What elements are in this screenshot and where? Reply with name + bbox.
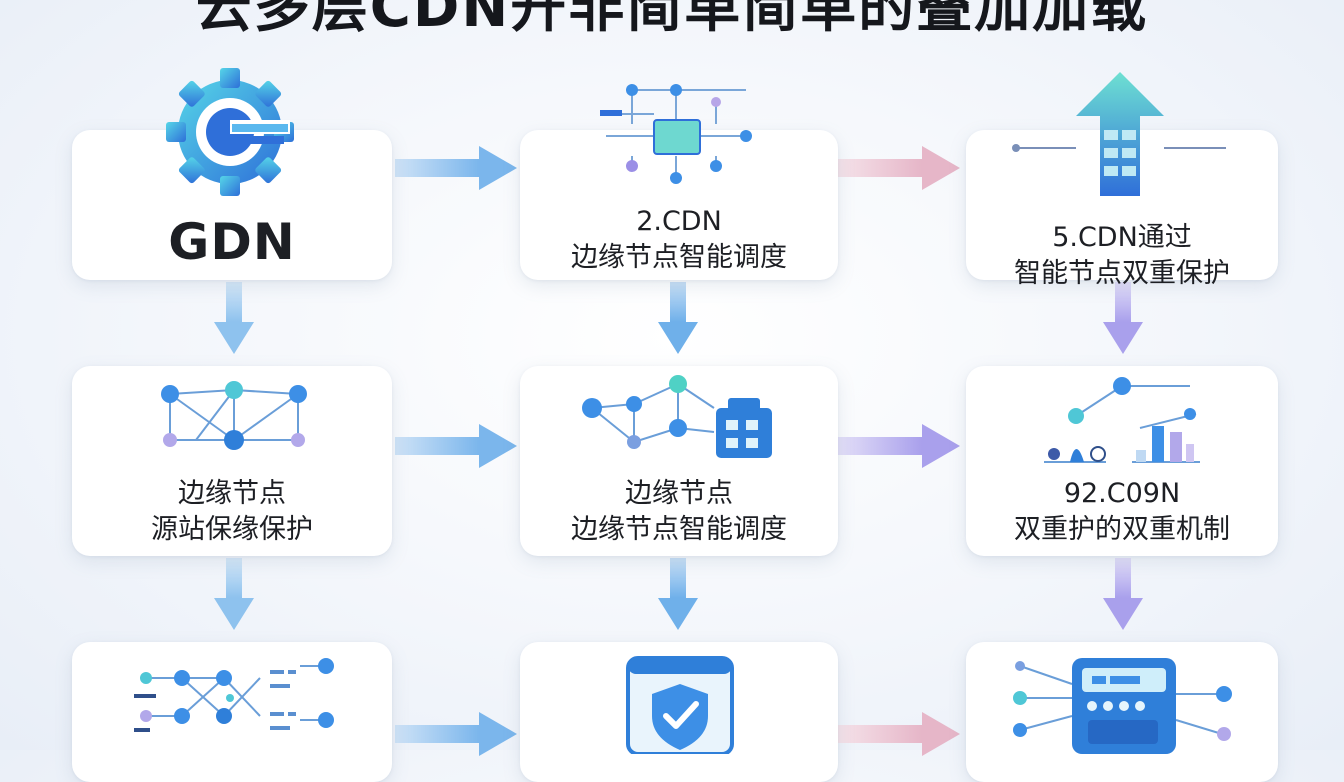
arrow-right-5 — [395, 712, 517, 756]
card-edge-origin-line2: 源站保缘保护 — [151, 514, 313, 545]
card-dual-mechanism-line2: 双重护的双重机制 — [1014, 514, 1230, 545]
card-cdn-5-line1: 5.CDN通过 — [1052, 222, 1192, 253]
control-panel-icon — [1013, 658, 1232, 754]
card-edge-scheduling-line1: 边缘节点 — [625, 478, 733, 509]
card-dual-mechanism-line1: 92.C09N — [1063, 478, 1181, 509]
card-dual-mechanism: 92.C09N 双重护的双重机制 — [966, 366, 1278, 556]
data-flow-icon — [134, 658, 334, 732]
card-gdn-label: GDN — [168, 213, 296, 271]
arrow-right-3 — [395, 424, 517, 468]
page-title: 云多层CDN开非简单简单的叠加加载 — [195, 0, 1149, 40]
network-building-icon — [582, 375, 772, 458]
shield-check-icon — [626, 656, 734, 754]
card-cdn-2-line2: 边缘节点智能调度 — [571, 242, 787, 273]
circuit-chip-icon — [600, 84, 752, 184]
card-gdn: GDN — [72, 130, 392, 280]
card-edge-origin-line1: 边缘节点 — [178, 478, 286, 509]
arrow-down-4 — [214, 558, 254, 630]
arrow-right-4 — [838, 424, 960, 468]
server-arrow-up-icon — [1012, 72, 1226, 196]
arrow-down-5 — [658, 558, 698, 630]
card-edge-scheduling-line2: 边缘节点智能调度 — [571, 514, 787, 545]
arrow-right-2 — [838, 146, 960, 190]
arrow-down-6 — [1103, 558, 1143, 630]
card-cdn-2-line1: 2.CDN — [636, 206, 722, 237]
analytics-chart-icon — [1044, 377, 1200, 463]
arrow-down-2 — [658, 282, 698, 354]
card-cdn-2: 2.CDN 边缘节点智能调度 — [520, 130, 838, 280]
arrow-down-1 — [214, 282, 254, 354]
arrow-right-1 — [395, 146, 517, 190]
mesh-network-icon — [161, 381, 307, 450]
card-cdn-5-line2: 智能节点双重保护 — [1014, 258, 1230, 289]
arrow-right-6 — [838, 712, 960, 756]
gear-g-logo-icon — [166, 68, 294, 196]
arrow-down-3 — [1103, 282, 1143, 354]
